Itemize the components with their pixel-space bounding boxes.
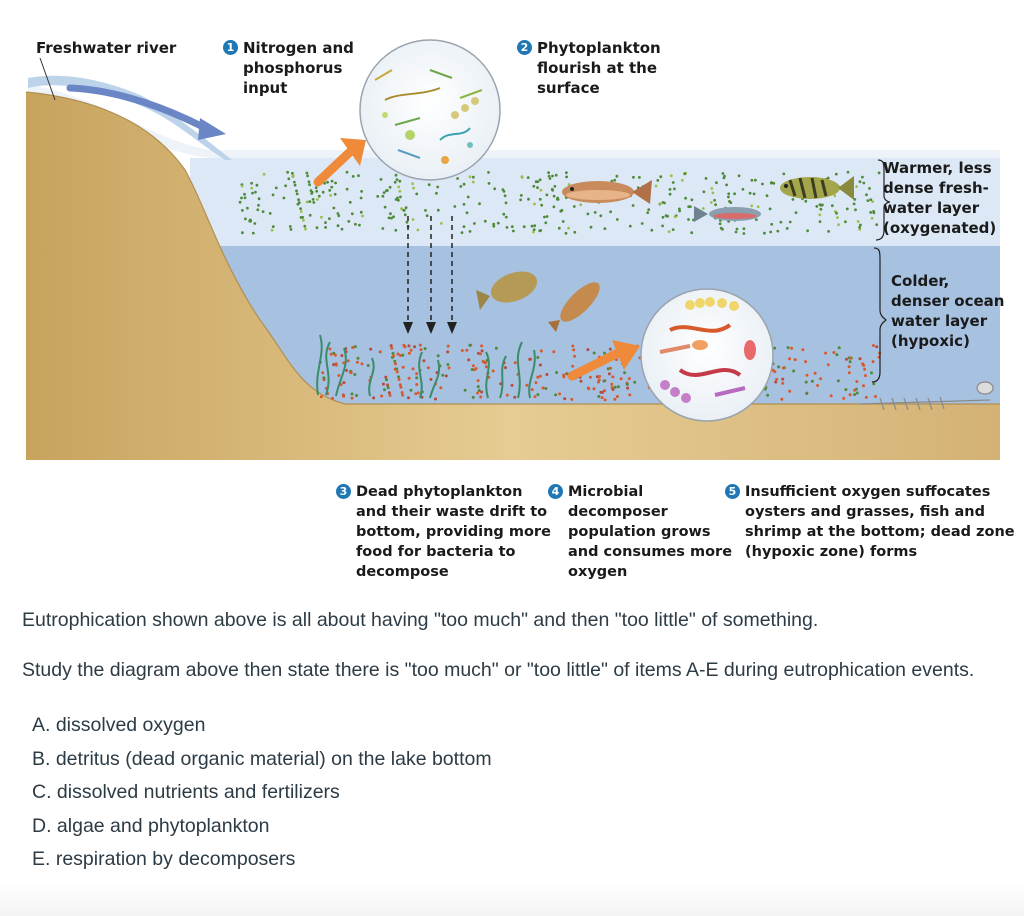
seaweed [316,334,536,399]
list-item: A. dissolved oxygen [32,714,206,736]
step4-label: 4 Microbial decomposer population grows … [548,482,738,582]
step4-number-icon: 4 [548,484,563,499]
step3-number-icon: 3 [336,484,351,499]
step5-number-icon: 5 [725,484,740,499]
question-instruction: Study the diagram above then state there… [22,659,975,681]
river-pointer [39,57,56,101]
step2-number-icon: 2 [517,40,532,55]
step2-text: Phytoplankton flourish at the surface [537,39,661,97]
step1-text: Nitrogen and phosphorus input [243,39,354,97]
step1-label: 1 Nitrogen and phosphorus input [223,38,383,98]
list-item: B. detritus (dead organic material) on t… [32,747,492,770]
fish-perch-surface [780,176,854,200]
bacteria-magnified-view [640,288,774,422]
question-item-list: A. dissolved oxygen B. detritus (dead or… [22,709,1002,877]
phytoplankton-magnified-view [359,39,501,181]
question-intro: Eutrophication shown above is all about … [22,609,819,631]
question-block: Eutrophication shown above is all about … [22,603,1002,877]
eutrophication-diagram: Freshwater river 1 Nitrogen and phosphor… [25,38,1015,580]
step4-text: Microbial decomposer population grows an… [568,484,733,580]
deep-water-layer [190,246,1000,411]
freshwater-river-label: Freshwater river [36,39,177,57]
bottom-fade [0,880,1024,916]
surface-phytoplankton-dots [238,170,881,235]
river-stream [28,75,232,160]
step3-label: 3 Dead phytoplankton and their waste dri… [336,482,551,582]
fish-deep-1 [476,271,538,310]
list-item: C. dissolved nutrients and fertilizers [32,781,340,803]
step2-label: 2 Phytoplankton flourish at the surface [517,38,687,98]
fish-small-surface [694,206,761,222]
nutrient-arrow [313,145,357,187]
decomposer-arrow [567,347,625,381]
river-flow-arrow [66,84,209,132]
warm-layer-label: Warmer, less dense fresh-water layer (ox… [883,159,997,237]
fish-trout-surface [562,180,652,204]
step5-text: Insufficient oxygen suffocates oysters a… [745,484,1015,560]
fish-deep-2 [548,282,600,332]
step5-label: 5 Insufficient oxygen suffocates oysters… [725,482,1024,562]
step1-number-icon: 1 [223,40,238,55]
step3-text: Dead phytoplankton and their waste drift… [356,484,551,580]
cold-layer-bracket [871,247,887,383]
dead-fish-skeleton [859,381,994,411]
cold-layer-label: Colder, denser ocean water layer (hypoxi… [891,272,1005,350]
list-item: D. algae and phytoplankton [32,814,270,837]
warm-layer-bracket [875,159,891,241]
diagram-illustration [25,39,1000,460]
sediment-land [26,92,1000,460]
list-item: E. respiration by decomposers [32,848,296,870]
